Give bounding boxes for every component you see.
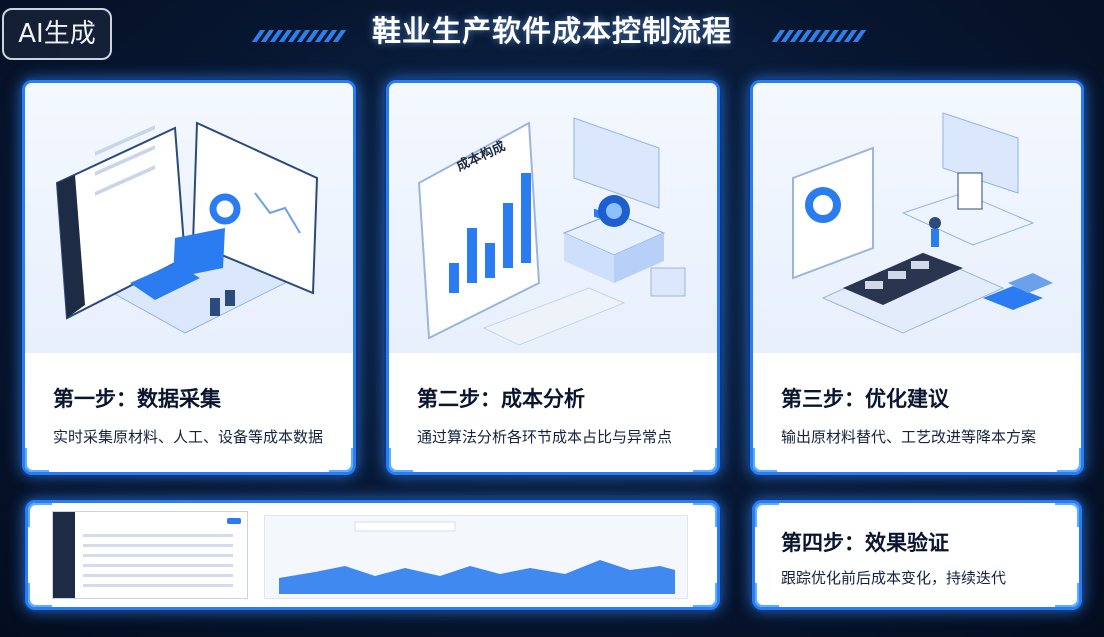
- step-description: 跟踪优化前后成本变化，持续迭代: [781, 569, 1007, 587]
- mini-dashboard-table: [52, 511, 248, 599]
- step-description: 通过算法分析各环节成本占比与异常点: [417, 428, 673, 446]
- step-card-data-collection: 第一步：数据采集 实时采集原材料、人工、设备等成本数据: [22, 80, 356, 475]
- step-description: 输出原材料替代、工艺改进等降本方案: [781, 428, 1037, 446]
- step-title: 第四步：效果验证: [781, 531, 949, 555]
- step-card-verification: 第四步：效果验证 跟踪优化前后成本变化，持续迭代: [752, 500, 1082, 610]
- step-title: 第三步：优化建议: [781, 387, 949, 411]
- data-collection-illustration: [25, 83, 353, 353]
- page-title: 鞋业生产软件成本控制流程: [371, 14, 732, 48]
- title-decoration-right: [771, 30, 867, 42]
- step-card-optimization: 第三步：优化建议 输出原材料替代、工艺改进等降本方案: [750, 80, 1084, 475]
- dashboard-preview-card: [25, 500, 720, 610]
- step-title: 第二步：成本分析: [417, 387, 585, 411]
- mini-area-chart: [264, 515, 688, 599]
- step-card-cost-analysis: 成本构成 第二步：成本分析 通过算法分析各环节成本占比与异常点: [386, 80, 720, 475]
- step-title: 第一步：数据采集: [53, 387, 221, 411]
- step-description: 实时采集原材料、人工、设备等成本数据: [53, 428, 324, 446]
- cost-analysis-illustration: 成本构成: [389, 83, 717, 353]
- optimization-illustration: [753, 83, 1081, 353]
- ai-generated-badge: AI生成: [2, 8, 112, 60]
